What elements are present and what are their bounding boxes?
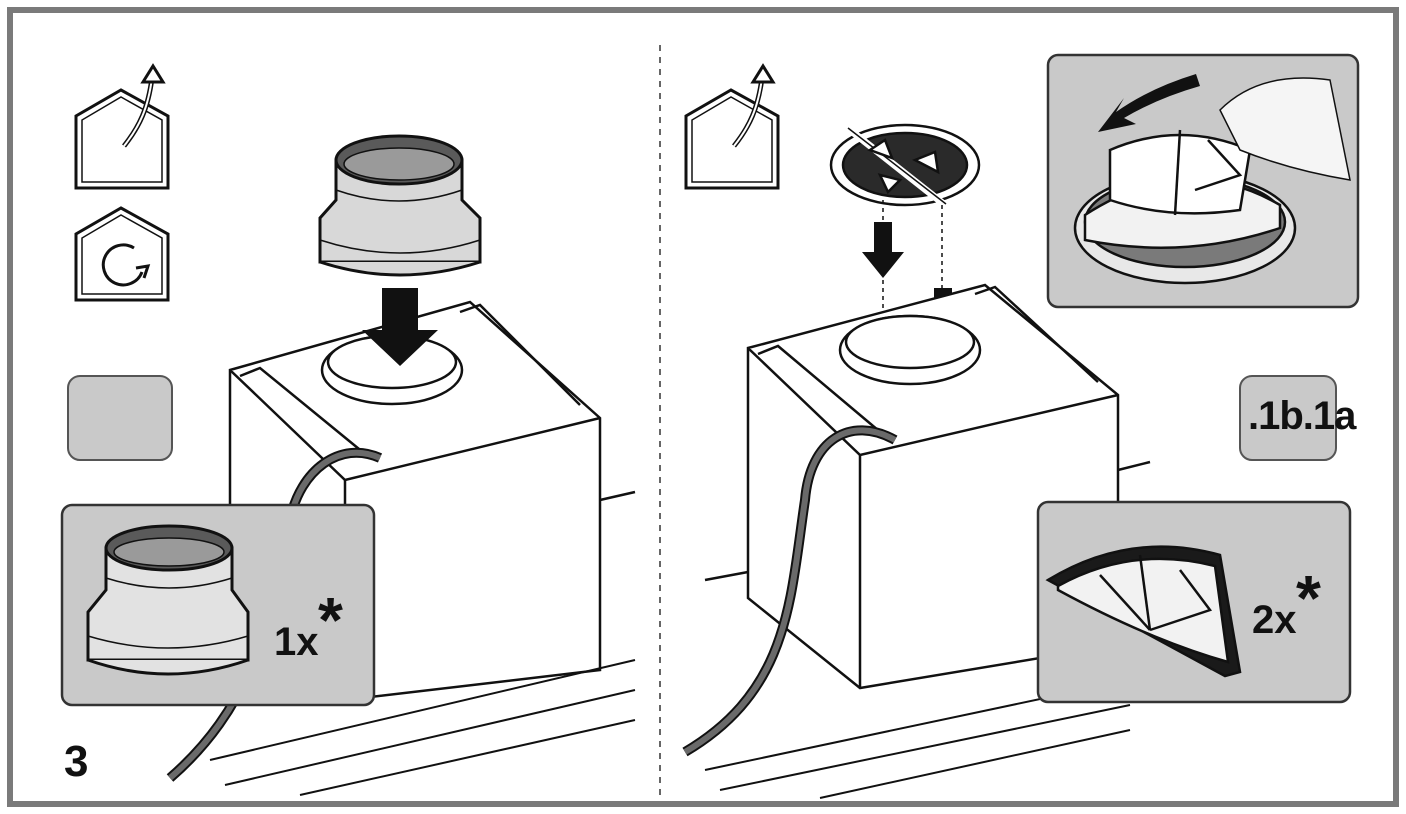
half-flap-part [1045,545,1242,678]
flap-install-illustration [1073,77,1351,285]
house-exhaust-icon [684,63,780,190]
reducer-collar-left [318,134,482,277]
quantity-label-right: 2x [1252,598,1297,642]
down-arrow-right-a [862,222,904,278]
check-valve-disc [829,123,981,208]
optional-mark-left: * [318,584,343,656]
optional-mark-right: * [1296,562,1321,634]
hood-unit-right [704,283,1151,690]
variant-badge [1239,375,1337,461]
down-arrow-left [362,288,438,366]
empty-badge [67,375,173,461]
floor-lines-left [209,659,636,796]
house-recirculation-icon [74,206,170,302]
step-number: 3 [64,737,89,786]
house-exhaust-icon [74,63,170,190]
reducer-collar-inset [86,524,250,676]
quantity-label-left: 1x [274,620,319,664]
variant-label: .1b.1a [1248,394,1356,438]
rotate-arrow [1098,74,1200,132]
